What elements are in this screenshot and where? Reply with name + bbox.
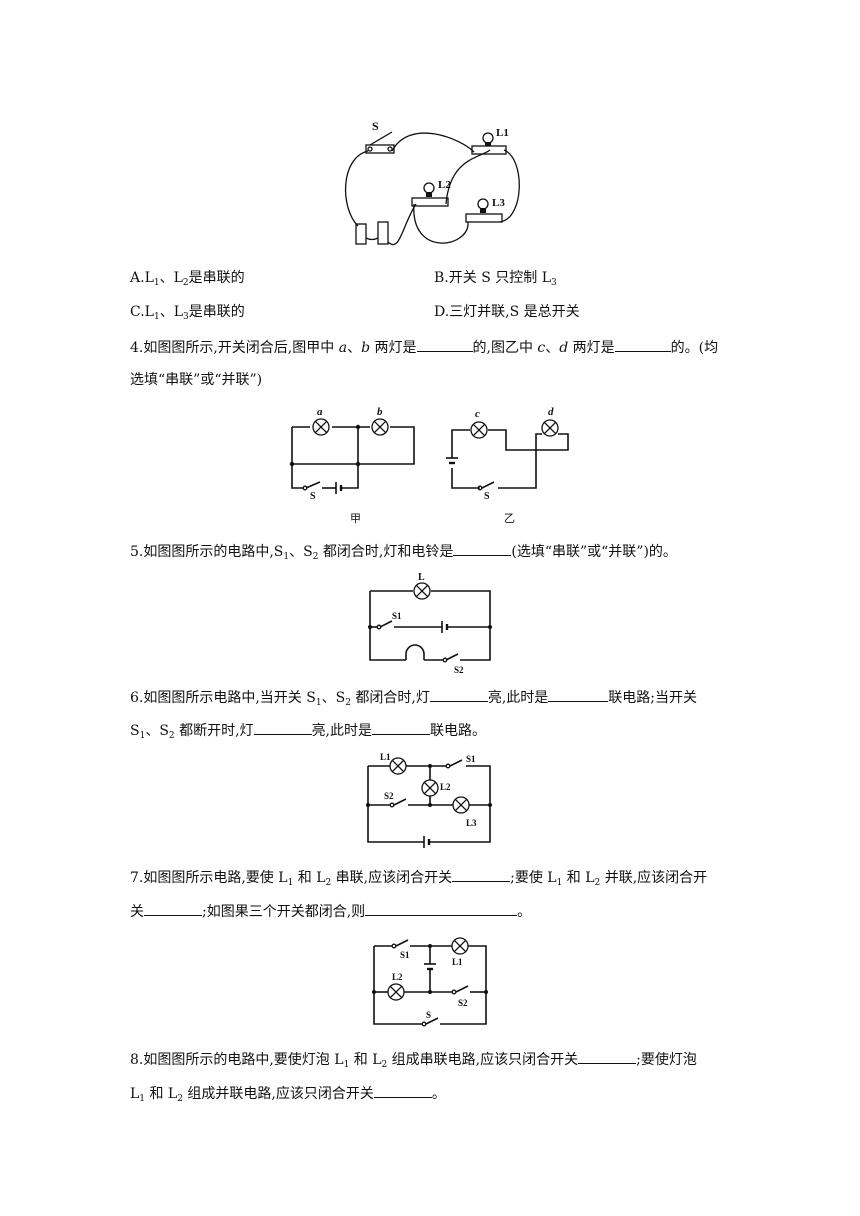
- q4-label-s-yi: S: [484, 491, 490, 502]
- q3-label-l2: L2: [438, 179, 451, 191]
- q5-label-s2: S2: [454, 665, 464, 675]
- q7-label-s2: S2: [458, 998, 468, 1008]
- q7-line-1: 7.如图图所示电路,要使 L1 和 L2 串联,应该闭合开关;要使 L1 和 L…: [130, 866, 707, 888]
- q4-lamp-c: [470, 421, 488, 439]
- q4-label-yi: 乙: [504, 512, 515, 525]
- q4-lamp-b: [371, 418, 389, 436]
- q7-lamp-l1: [451, 937, 469, 955]
- q6-blank-3[interactable]: [253, 719, 312, 735]
- q4-lamp-d: [541, 419, 559, 437]
- q3-label-l3: L3: [492, 197, 505, 209]
- q7-label-s1: S1: [400, 950, 410, 960]
- q4-blank-2[interactable]: [614, 336, 671, 352]
- q3-option-a: A.L1、L2是串联的: [130, 270, 245, 288]
- q7-label-l2: L2: [392, 972, 403, 982]
- q3-option-c: C.L1、L3是串联的: [130, 304, 245, 322]
- q8-line-2: L1 和 L2 组成并联电路,应该只闭合开关。: [130, 1082, 446, 1104]
- q4-label-s-jia: S: [310, 491, 316, 502]
- q6-blank-4[interactable]: [372, 719, 431, 735]
- q4-lamp-a: [312, 418, 330, 436]
- q8-line-1: 8.如图图所示的电路中,要使灯泡 L1 和 L2 组成串联电路,应该只闭合开关;…: [130, 1048, 697, 1070]
- q4-line-1: 4.如图图所示,开关闭合后,图甲中 a、b 两灯是的,图乙中 c、d 两灯是的。…: [130, 336, 718, 358]
- q4-label-jia: 甲: [350, 513, 361, 525]
- q8-blank-1[interactable]: [578, 1048, 637, 1064]
- q5-label-s1: S1: [392, 611, 402, 621]
- q6-label-s1: S1: [466, 754, 476, 764]
- q7-blank-2[interactable]: [144, 900, 202, 916]
- q5-circuit-figure: L S1 S2: [368, 572, 492, 675]
- q3-physical-circuit-figure: S L1 L2 L3: [344, 119, 520, 245]
- q7-lamp-l2: [387, 983, 405, 1001]
- q5-lamp-l: [413, 582, 431, 600]
- q4-blank-1[interactable]: [416, 336, 473, 352]
- q6-blank-2[interactable]: [548, 686, 609, 702]
- q7-blank-1[interactable]: [452, 866, 511, 882]
- q7-circuit-figure: S1 L1 L2 S2 S: [372, 937, 488, 1027]
- q7-line-2: 关;如图果三个开关都闭合,则。: [130, 900, 531, 922]
- q6-label-l3: L3: [466, 818, 477, 828]
- q3-label-s: S: [372, 119, 379, 133]
- q6-circuit-figure: L1 L2 L3 S1 S2: [366, 752, 492, 848]
- q5-label-l: L: [418, 572, 425, 583]
- q6-label-s2: S2: [384, 791, 394, 801]
- q6-label-l1: L1: [380, 752, 391, 762]
- q7-label-l1: L1: [452, 957, 463, 967]
- q6-lamp-l1: [389, 757, 407, 775]
- q6-label-l2: L2: [440, 782, 451, 792]
- q8-blank-2[interactable]: [373, 1082, 432, 1098]
- q5-line: 5.如图图所示的电路中,S1、S2 都闭合时,灯和电铃是(选填“串联”或“并联”…: [130, 540, 677, 562]
- q4-label-b: b: [377, 406, 383, 418]
- q5-blank[interactable]: [453, 540, 512, 556]
- q6-line-1: 6.如图图所示电路中,当开关 S1、S2 都闭合时,灯亮,此时是联电路;当开关: [130, 686, 697, 708]
- q4-circuit-figures: a b S 甲 c d S 乙: [289, 406, 569, 525]
- q4-label-a: a: [317, 406, 323, 418]
- q6-lamp-l3: [452, 796, 470, 814]
- q3-option-d: D.三灯并联,S 是总开关: [434, 304, 580, 320]
- q3-label-l1: L1: [496, 127, 509, 139]
- q6-blank-1[interactable]: [429, 686, 488, 702]
- q7-blank-3[interactable]: [365, 900, 518, 916]
- q3-option-b: B.开关 S 只控制 L3: [434, 270, 557, 288]
- q6-lamp-l2: [421, 779, 439, 797]
- q4-line-2: 选填“串联”或“并联”): [130, 372, 263, 388]
- q6-line-2: S1、S2 都断开时,灯亮,此时是联电路。: [130, 719, 486, 741]
- q4-label-d: d: [548, 406, 554, 418]
- q7-label-s: S: [426, 1010, 431, 1020]
- q4-label-c: c: [475, 408, 480, 420]
